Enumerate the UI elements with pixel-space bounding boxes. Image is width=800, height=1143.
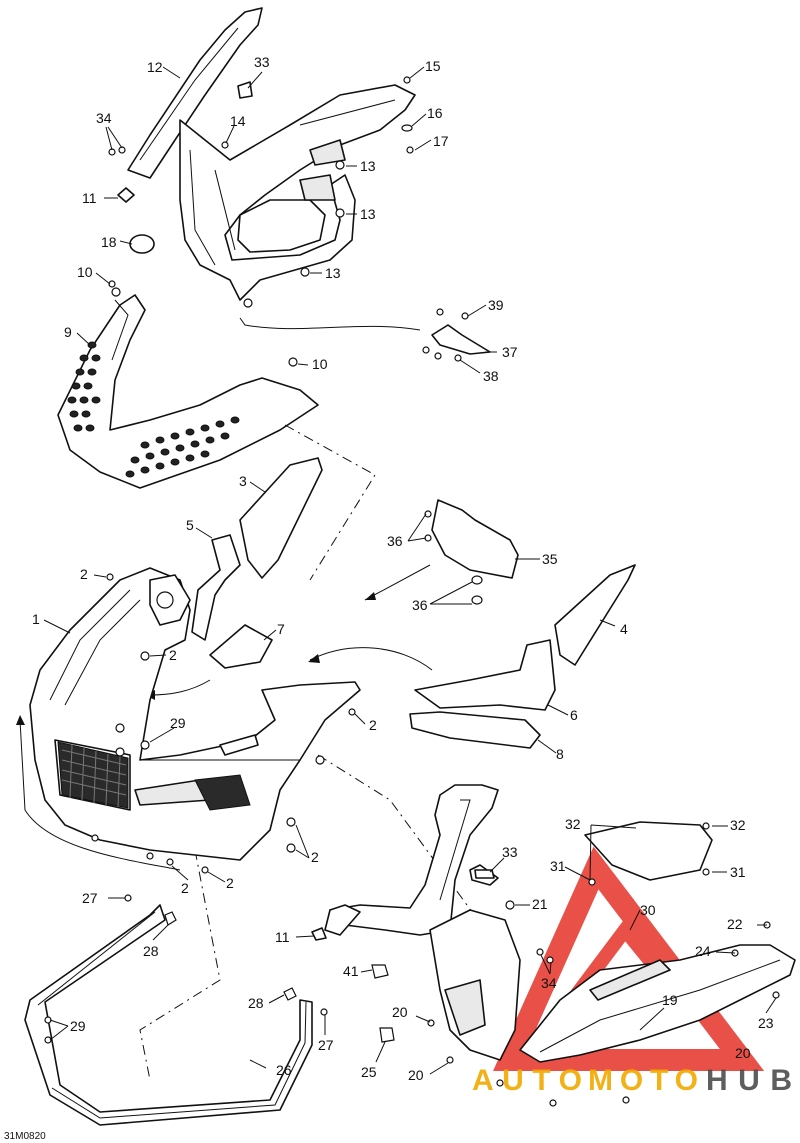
callout-32: 32: [730, 817, 746, 833]
diagram-reference: 31M0820: [4, 1131, 46, 1142]
panel-holes: [67, 341, 240, 478]
callout-33: 33: [254, 54, 270, 70]
grille-mesh: [57, 741, 129, 809]
lower-side-assembly: [311, 784, 796, 1107]
callout-21: 21: [532, 896, 548, 912]
callout-27: 27: [82, 890, 98, 906]
callout-18: 18: [101, 234, 117, 250]
callout-5: 5: [186, 517, 194, 533]
leader-lines: [43, 66, 777, 1075]
callout-20: 20: [392, 1004, 408, 1020]
callout-24: 24: [695, 943, 711, 959]
callout-2: 2: [169, 647, 177, 663]
callout-39: 39: [488, 297, 504, 313]
watermark-text: AUTO MOTO HUB: [472, 1064, 792, 1097]
callout-14: 14: [230, 113, 246, 129]
bracket-35: [424, 499, 519, 605]
callout-41: 41: [343, 963, 359, 979]
callout-13: 13: [325, 265, 341, 281]
callout-20: 20: [408, 1067, 424, 1083]
callout-36: 36: [412, 597, 428, 613]
callout-11: 11: [275, 929, 290, 945]
callout-29: 29: [70, 1018, 86, 1034]
callout-13: 13: [360, 206, 376, 222]
callout-25: 25: [361, 1064, 377, 1080]
callout-29: 29: [170, 715, 186, 731]
upper-body-assembly: [108, 7, 416, 308]
callout-2: 2: [311, 849, 319, 865]
callout-37: 37: [502, 344, 518, 360]
callout-38: 38: [483, 368, 499, 384]
callout-9: 9: [64, 324, 72, 340]
foam-pieces: [191, 457, 636, 749]
callout-2: 2: [181, 880, 189, 896]
callout-2: 2: [369, 717, 377, 733]
bumper-rail: [24, 894, 328, 1126]
callout-27: 27: [318, 1037, 334, 1053]
callout-numbers: 12 33 15 34 14 16 17 13 11 13 18 10 13 3…: [32, 54, 774, 1083]
callout-13: 13: [360, 158, 376, 174]
callout-8: 8: [556, 746, 564, 762]
callout-31: 31: [550, 858, 566, 874]
callout-17: 17: [433, 133, 449, 149]
callout-30: 30: [640, 902, 656, 918]
callout-20: 20: [735, 1045, 751, 1061]
callout-23: 23: [758, 1015, 774, 1031]
callout-10: 10: [312, 356, 328, 372]
callout-7: 7: [277, 621, 285, 637]
callout-33: 33: [502, 844, 518, 860]
callout-34: 34: [96, 110, 112, 126]
callout-2: 2: [80, 566, 88, 582]
callout-28: 28: [248, 995, 264, 1011]
callout-12: 12: [147, 59, 163, 75]
callout-35: 35: [542, 551, 558, 567]
callout-10: 10: [77, 264, 93, 280]
callout-3: 3: [239, 473, 247, 489]
watermark-moto: MOTO: [588, 1064, 698, 1097]
callout-4: 4: [620, 621, 628, 637]
callout-6: 6: [570, 707, 578, 723]
watermark-hub: HUB: [706, 1064, 792, 1097]
front-nose-assembly: [29, 567, 361, 874]
callout-11: 11: [82, 190, 97, 206]
callout-31: 31: [730, 864, 746, 880]
callout-2: 2: [226, 875, 234, 891]
callout-19: 19: [662, 992, 678, 1008]
callout-28: 28: [143, 943, 159, 959]
callout-1: 1: [32, 611, 40, 627]
callout-22: 22: [727, 916, 743, 932]
callout-16: 16: [427, 105, 443, 121]
callout-15: 15: [425, 58, 441, 74]
callout-34: 34: [541, 975, 557, 991]
bracket-37-assembly: [239, 308, 491, 362]
perforated-panel: [57, 280, 319, 489]
callout-32: 32: [565, 816, 581, 832]
callout-26: 26: [276, 1062, 292, 1078]
callout-36: 36: [387, 533, 403, 549]
